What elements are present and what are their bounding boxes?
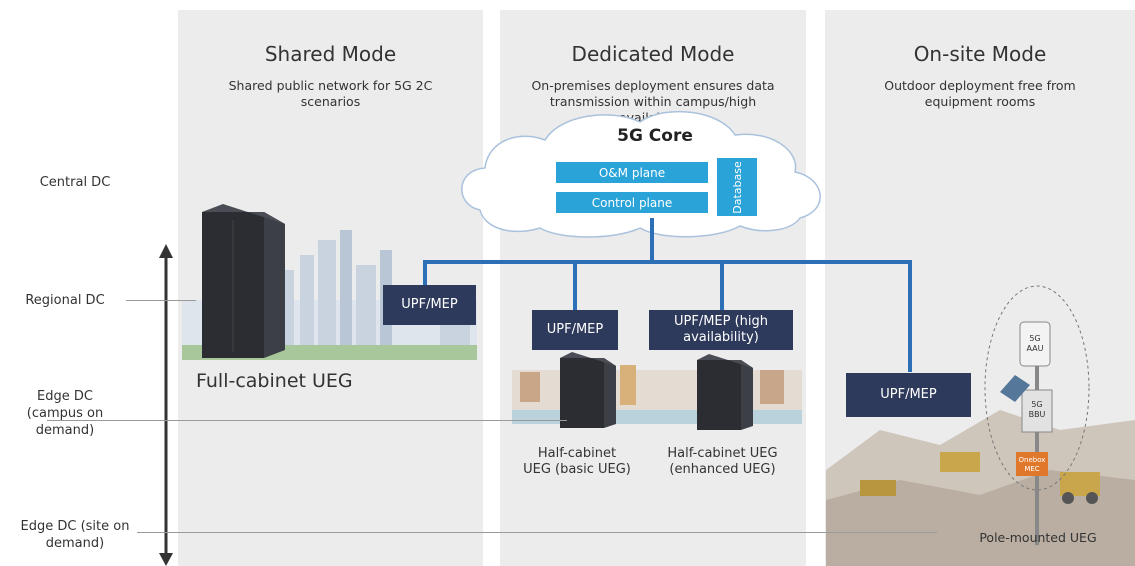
- edge-campus-line: [47, 420, 567, 421]
- panel-subtitle: Outdoor deployment free from equipment r…: [884, 78, 1076, 109]
- panel-subtitle: Shared public network for 5G 2C scenario…: [228, 78, 433, 109]
- panel-title: On-site Mode: [913, 42, 1047, 66]
- full-cabinet-illustration: [202, 204, 285, 358]
- level-central-dc: Central DC: [39, 175, 111, 190]
- upf-mep-ha-box: UPF/MEP (high availability): [649, 310, 793, 350]
- core-title: 5G Core: [617, 126, 693, 146]
- level-edge-site: Edge DC (site on demand): [20, 519, 130, 551]
- upf-mep-basic-box: UPF/MEP: [532, 310, 618, 350]
- mec-label: Onebox MEC: [1018, 456, 1046, 473]
- town-illustration: [512, 365, 802, 424]
- dedicated-mode-panel: Dedicated Mode On-premises deployment en…: [500, 10, 806, 566]
- bbu-label: 5G BBU: [1028, 400, 1046, 419]
- vertical-axis-arrow: [159, 244, 173, 566]
- om-plane-box: O&M plane: [556, 162, 708, 183]
- full-cabinet-caption: Full-cabinet UEG: [196, 370, 353, 392]
- connection-lines: [423, 218, 912, 372]
- upf-mep-shared-box: UPF/MEP: [383, 285, 476, 325]
- panel-title: Shared Mode: [264, 42, 397, 66]
- database-label: Database: [730, 160, 744, 214]
- control-plane-box: Control plane: [556, 192, 708, 213]
- level-regional-dc: Regional DC: [25, 293, 105, 308]
- level-edge-campus: Edge DC (campus on demand): [26, 389, 104, 438]
- database-box: Database: [717, 158, 757, 216]
- half-cabinet-enhanced-caption: Half-cabinet UEG (enhanced UEG): [667, 446, 778, 477]
- edge-site-line: [137, 532, 937, 533]
- pole-illustration: [984, 285, 1090, 545]
- mining-landscape-illustration: [826, 410, 1135, 566]
- aau-label: 5G AAU: [1026, 334, 1044, 353]
- regional-dc-line: [126, 300, 196, 301]
- half-cabinet-basic-caption: Half-cabinet UEG (basic UEG): [523, 446, 631, 477]
- panel-title: Dedicated Mode: [571, 42, 735, 66]
- pole-mounted-caption: Pole-mounted UEG: [979, 530, 1097, 545]
- upf-mep-onsite-box: UPF/MEP: [846, 373, 971, 417]
- half-cabinet-basic-illustration: [560, 352, 616, 428]
- half-cabinet-enhanced-illustration: [697, 354, 753, 430]
